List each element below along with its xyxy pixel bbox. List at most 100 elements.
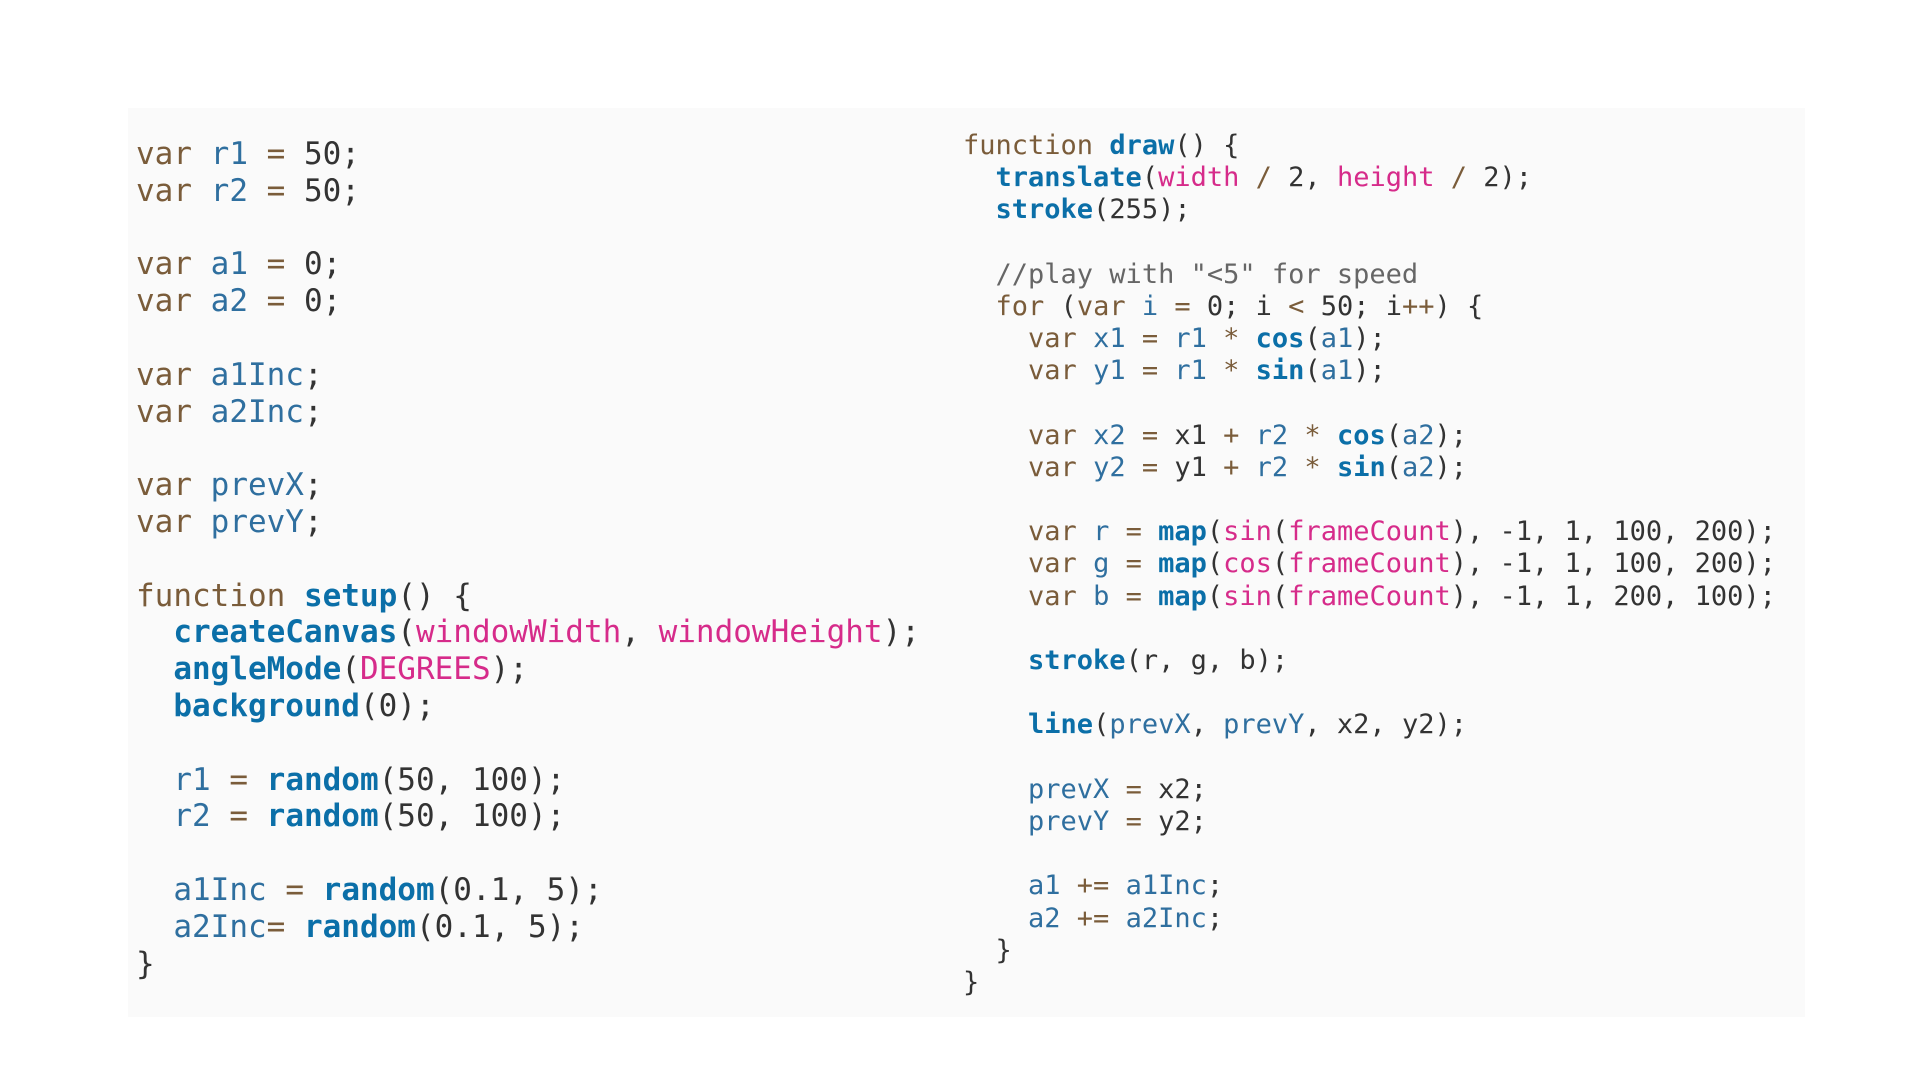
code-line: stroke(r, g, b); <box>963 645 1776 677</box>
code-token: r1 <box>173 761 211 798</box>
code-token: var <box>1028 516 1094 548</box>
code-token: , <box>621 614 659 651</box>
code-token: ); <box>490 651 528 688</box>
code-token: (r, g, b); <box>1125 645 1289 676</box>
code-token: prevX <box>1109 709 1191 741</box>
code-token: ); <box>1434 419 1468 451</box>
code-token: r1 <box>210 136 248 172</box>
code-token <box>963 581 1028 612</box>
code-token <box>136 909 173 945</box>
code-token: angleMode <box>173 651 342 688</box>
code-line <box>136 725 920 762</box>
code-line: //play with "<5" for speed <box>963 259 1776 291</box>
code-token: function <box>136 577 304 614</box>
code-line <box>136 835 920 872</box>
code-token: 50; i <box>1304 290 1402 322</box>
code-token: x2 <box>1093 419 1126 451</box>
code-line: var x1 = r1 * cos(a1); <box>963 323 1776 355</box>
code-token: a2Inc <box>1125 902 1207 934</box>
code-line: for (var i = 0; i < 50; i++) { <box>963 291 1776 323</box>
code-token: //play with "<5" for speed <box>995 258 1419 290</box>
code-token: ( <box>397 614 416 651</box>
code-token: var <box>1028 451 1094 483</box>
code-token: x1 <box>1093 323 1126 355</box>
code-token <box>963 259 996 290</box>
code-token: prevX <box>1028 773 1110 805</box>
code-line: a1 += a1Inc; <box>963 870 1776 902</box>
code-line: r2 = random(50, 100); <box>136 798 920 835</box>
code-token: background <box>173 687 360 724</box>
code-token <box>963 870 1028 901</box>
code-line: var a1Inc; <box>136 357 920 394</box>
code-token <box>136 798 173 834</box>
code-block-draw: function draw() { translate(width / 2, h… <box>963 130 1776 999</box>
code-token: map <box>1158 516 1207 548</box>
code-token: 0; <box>303 283 342 320</box>
code-panel-background <box>128 108 1805 1017</box>
code-token: = <box>247 246 304 283</box>
code-token: = <box>266 871 323 908</box>
code-token <box>136 872 173 908</box>
code-token <box>963 774 1028 805</box>
code-token: r1 <box>1174 323 1207 355</box>
code-token: ( <box>1385 419 1402 451</box>
code-token: ( <box>1271 548 1289 580</box>
code-token: () { <box>397 577 472 614</box>
code-token: < <box>1288 290 1305 322</box>
code-token: / <box>1434 162 1484 194</box>
code-token: ); <box>882 614 920 651</box>
code-token: 0; i <box>1206 290 1289 322</box>
code-token: var <box>1028 419 1094 451</box>
code-line: var a2Inc; <box>136 394 920 431</box>
code-token: = <box>1109 548 1159 580</box>
code-token: sin <box>1255 355 1305 387</box>
code-token <box>963 194 996 225</box>
code-line: angleMode(DEGREES); <box>136 651 920 688</box>
code-token: , <box>1190 709 1224 741</box>
code-token: x2; <box>1158 773 1207 805</box>
code-token: ( <box>1044 290 1077 322</box>
code-line: var r1 = 50; <box>136 136 920 173</box>
code-token: ( <box>1093 709 1110 741</box>
code-token: height <box>1336 162 1435 194</box>
code-token: cos <box>1255 323 1305 355</box>
code-token: x1 <box>1174 419 1207 451</box>
code-token: y1 <box>1174 451 1207 483</box>
code-token: DEGREES <box>359 651 491 688</box>
code-token: 50; <box>303 172 360 209</box>
code-token: function <box>963 130 1110 161</box>
code-token <box>963 452 1028 483</box>
code-token: * <box>1288 419 1337 451</box>
code-token <box>136 651 173 687</box>
code-token <box>963 548 1028 579</box>
code-token: createCanvas <box>173 614 398 651</box>
code-token: = <box>1109 516 1159 548</box>
code-token: sin <box>1223 516 1272 548</box>
code-token <box>963 355 1028 386</box>
code-token: * <box>1206 355 1256 387</box>
code-line <box>963 838 1776 870</box>
code-token <box>963 516 1028 547</box>
code-line: a2Inc= random(0.1, 5); <box>136 909 920 946</box>
code-token: random <box>266 798 379 835</box>
code-token: r <box>1093 516 1110 548</box>
code-token: line <box>1028 709 1094 741</box>
code-token: += <box>1060 870 1126 902</box>
code-token: ( <box>1206 548 1224 580</box>
code-token: = <box>1109 580 1159 612</box>
code-token: stroke <box>995 194 1094 226</box>
code-token: frameCount <box>1288 580 1451 612</box>
code-token: frameCount <box>1288 516 1451 548</box>
code-token: ), -1, 1, 100, 200); <box>1450 548 1776 580</box>
code-token: ( <box>1304 355 1321 387</box>
code-token: ); <box>1434 451 1468 483</box>
code-token: = <box>1109 805 1159 837</box>
code-line: var a1 = 0; <box>136 246 920 283</box>
code-line <box>136 210 920 247</box>
code-token: windowHeight <box>658 614 883 651</box>
code-token: } <box>963 934 1012 966</box>
code-line: a1Inc = random(0.1, 5); <box>136 872 920 909</box>
code-line: prevY = y2; <box>963 806 1776 838</box>
code-token: ( <box>1141 162 1159 194</box>
code-line: var a2 = 0; <box>136 283 920 320</box>
